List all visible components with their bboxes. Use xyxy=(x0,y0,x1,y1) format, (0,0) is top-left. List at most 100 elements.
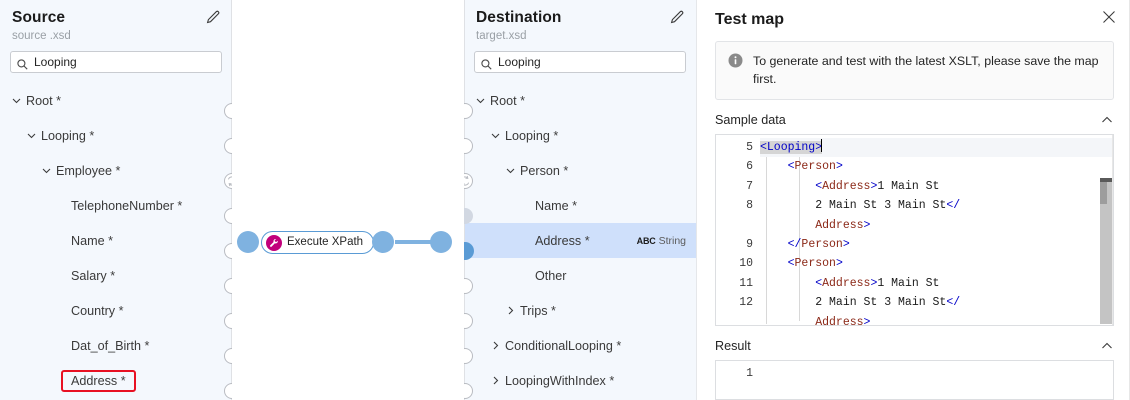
code-line[interactable]: Address> xyxy=(760,216,1113,235)
result-section-header[interactable]: Result xyxy=(715,339,1114,353)
line-number: 5 xyxy=(746,141,753,154)
chevron-up-icon[interactable] xyxy=(1100,339,1114,353)
code-line[interactable]: 2 Main St 3 Main St</ xyxy=(760,196,1113,215)
sample-data-editor[interactable]: 5678910111213 <Looping> <Person> <Addres… xyxy=(715,134,1114,326)
tree-row[interactable]: Name * xyxy=(464,188,696,223)
code-line[interactable]: <Person> xyxy=(760,254,1113,273)
sample-data-code[interactable]: <Looping> <Person> <Address>1 Main St 2 … xyxy=(760,135,1113,325)
code-line[interactable]: 2 Main St 3 Main St</ xyxy=(760,293,1113,312)
loop-connector[interactable] xyxy=(223,172,232,189)
node-connector[interactable] xyxy=(223,347,232,364)
tree-node-label: Employee * xyxy=(56,163,121,178)
destination-search-input[interactable] xyxy=(498,55,679,69)
tree-row[interactable]: Employee * xyxy=(0,153,232,188)
tree-row[interactable]: Looping * xyxy=(0,118,232,153)
node-connector[interactable] xyxy=(223,382,232,399)
chevron-down-icon[interactable] xyxy=(10,94,23,107)
node-connector[interactable] xyxy=(223,207,232,224)
tree-row[interactable]: Root * xyxy=(464,83,696,118)
node-connector[interactable] xyxy=(223,137,232,154)
tree-row[interactable]: ConditionalLooping * xyxy=(464,328,696,363)
tree-node-label: Dat_of_Birth * xyxy=(71,338,150,353)
tree-node-label: Person * xyxy=(520,163,569,178)
code-token xyxy=(760,316,815,325)
node-connector[interactable] xyxy=(223,242,232,259)
code-line[interactable] xyxy=(760,364,1113,383)
result-line-numbers: 1 xyxy=(716,361,760,399)
code-token: > xyxy=(863,315,871,325)
tree-row[interactable]: Address * xyxy=(0,363,232,398)
chevron-down-icon[interactable] xyxy=(40,164,53,177)
tree-node-label: Other xyxy=(535,268,567,283)
abc-icon: ABC xyxy=(636,235,656,246)
source-search-input[interactable] xyxy=(34,55,215,69)
node-connector[interactable] xyxy=(223,102,232,119)
line-number: 12 xyxy=(739,296,753,310)
node-connector[interactable] xyxy=(223,312,232,329)
code-line[interactable]: <Looping> xyxy=(760,138,1113,158)
node-connector[interactable] xyxy=(464,207,473,224)
tree-row[interactable]: Root * xyxy=(0,83,232,118)
chevron-down-icon[interactable] xyxy=(474,94,487,107)
source-schema-filename: source .xsd xyxy=(12,30,71,42)
source-panel-title: Source xyxy=(12,9,66,26)
chevron-right-icon[interactable] xyxy=(504,304,517,317)
node-connector[interactable] xyxy=(464,137,473,154)
sample-data-section-header[interactable]: Sample data xyxy=(715,113,1114,127)
chevron-down-icon[interactable] xyxy=(504,164,517,177)
execute-xpath-node[interactable]: Execute XPath xyxy=(261,231,375,254)
node-connector[interactable] xyxy=(464,277,473,294)
scrollbar-thumb[interactable] xyxy=(1100,182,1107,204)
tree-row[interactable]: TelephoneNumber * xyxy=(0,188,232,223)
code-line[interactable]: <Person> xyxy=(760,157,1113,176)
tree-row[interactable]: Person * xyxy=(464,153,696,188)
tree-row[interactable]: Dat_of_Birth * xyxy=(0,328,232,363)
tree-row[interactable]: Salary * xyxy=(0,258,232,293)
chevron-right-icon[interactable] xyxy=(489,374,502,387)
code-line[interactable]: <Address>1 Main St xyxy=(760,274,1113,293)
node-connector[interactable] xyxy=(464,102,473,119)
connector-dot-node-output[interactable] xyxy=(372,231,394,253)
connector-dot-source[interactable] xyxy=(237,231,259,253)
destination-schema-panel: Destination target.xsd Root *Looping *Pe… xyxy=(464,0,696,400)
chevron-down-icon[interactable] xyxy=(489,129,502,142)
close-icon[interactable] xyxy=(1100,8,1118,26)
chevron-down-icon[interactable] xyxy=(25,129,38,142)
chevron-up-icon[interactable] xyxy=(1100,113,1114,127)
loop-connector[interactable] xyxy=(464,172,473,189)
code-line[interactable]: </Person> xyxy=(760,235,1113,254)
node-connector[interactable] xyxy=(464,241,474,260)
node-connector[interactable] xyxy=(464,347,473,364)
tree-row[interactable]: Trips * xyxy=(464,293,696,328)
pencil-icon[interactable] xyxy=(669,9,686,26)
save-map-info-text: To generate and test with the latest XSL… xyxy=(753,54,1099,86)
tree-row[interactable]: Looping * xyxy=(464,118,696,153)
code-line[interactable]: Address> xyxy=(760,313,1113,325)
chevron-right-icon[interactable] xyxy=(489,339,502,352)
line-number: 11 xyxy=(739,276,753,290)
code-token: < xyxy=(815,276,823,290)
result-editor[interactable]: 1 xyxy=(715,0,1130,400)
sample-data-scrollbar[interactable] xyxy=(1100,178,1112,324)
info-icon xyxy=(728,53,743,73)
pencil-icon[interactable] xyxy=(205,9,222,26)
node-connector[interactable] xyxy=(464,312,473,329)
node-connector[interactable] xyxy=(223,277,232,294)
tree-row[interactable]: Name * xyxy=(0,223,232,258)
mapping-canvas[interactable]: Execute XPath xyxy=(232,0,464,400)
wrench-icon xyxy=(266,234,282,251)
connector-dot-target[interactable] xyxy=(430,231,452,253)
tree-node-label: ConditionalLooping * xyxy=(505,338,622,353)
destination-search-box[interactable] xyxy=(474,51,686,73)
node-connector[interactable] xyxy=(464,382,473,399)
source-search-box[interactable] xyxy=(10,51,222,73)
tree-row[interactable]: Other xyxy=(464,258,696,293)
tree-row[interactable]: LoopingWithIndex * xyxy=(464,363,696,398)
line-number xyxy=(716,216,760,235)
code-line[interactable]: <Address>1 Main St xyxy=(760,177,1113,196)
source-panel-header: Source source .xsd xyxy=(0,0,232,43)
tree-row[interactable]: Country * xyxy=(0,293,232,328)
result-code[interactable] xyxy=(760,361,1113,399)
